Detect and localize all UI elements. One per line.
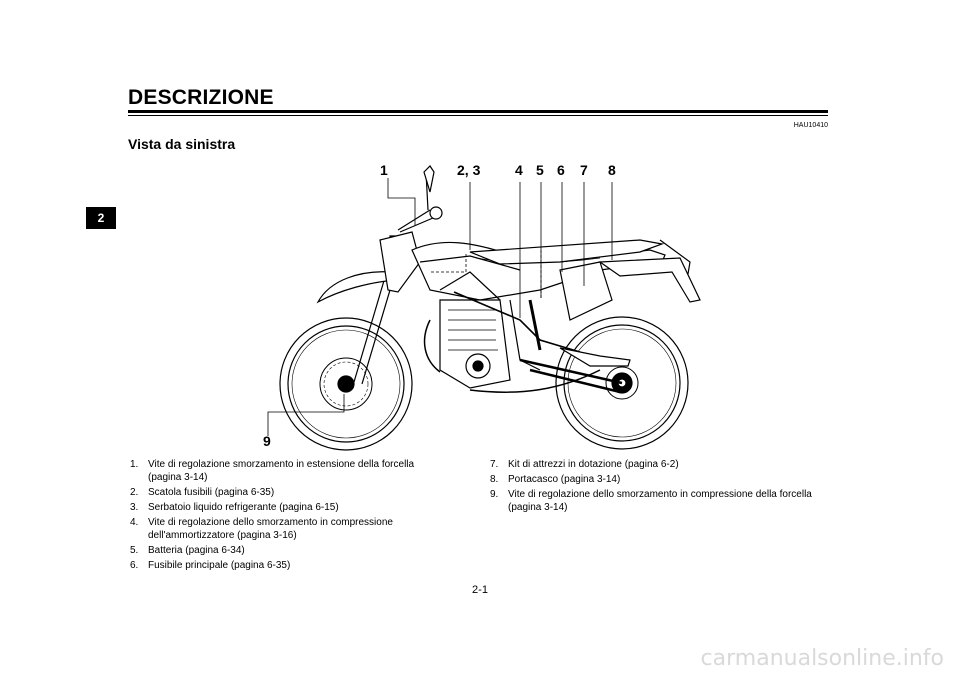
legend-item: 1.Vite di regolazione smorzamento in est…: [130, 459, 415, 483]
callout-9: 9: [263, 433, 271, 449]
legend-item: 4.Vite di regolazione dello smorzamento …: [130, 517, 393, 541]
title-rule: [128, 110, 828, 113]
watermark: carmanualsonline.info: [700, 646, 944, 671]
legend-item: 5.Batteria (pagina 6-34): [130, 545, 245, 556]
frame: [453, 291, 631, 394]
callout-5: 5: [536, 162, 544, 178]
callout-1: 1: [380, 162, 388, 178]
page-number: 2-1: [472, 584, 488, 596]
front-wheel: [279, 317, 413, 451]
legend-item: 8.Portacasco (pagina 3-14): [490, 474, 621, 485]
callout-4: 4: [515, 162, 523, 178]
callout-7: 7: [580, 162, 588, 178]
legend-item: 3.Serbatoio liquido refrigerante (pagina…: [130, 502, 339, 513]
legend-item: 7.Kit di attrezzi in dotazione (pagina 6…: [490, 459, 679, 470]
document-code: HAU10410: [793, 122, 828, 129]
legend-right: 7.Kit di attrezzi in dotazione (pagina 6…: [490, 458, 820, 516]
callout-leaders: [267, 178, 613, 436]
chapter-tab: 2: [86, 207, 116, 229]
section-subtitle: Vista da sinistra: [128, 136, 236, 152]
engine: [423, 299, 511, 389]
page-title: DESCRIZIONE: [128, 86, 274, 109]
handlebar: [397, 165, 443, 233]
title-rule-thin: [128, 115, 828, 116]
legend-item: 6.Fusibile principale (pagina 6-35): [130, 560, 291, 571]
legend-left: 1.Vite di regolazione smorzamento in est…: [130, 458, 450, 574]
callout-2-3: 2, 3: [457, 162, 481, 178]
callout-8: 8: [608, 162, 616, 178]
callout-6: 6: [557, 162, 565, 178]
legend-item: 2.Scatola fusibili (pagina 6-35): [130, 487, 275, 498]
legend-item: 9.Vite di regolazione dello smorzamento …: [490, 489, 812, 513]
